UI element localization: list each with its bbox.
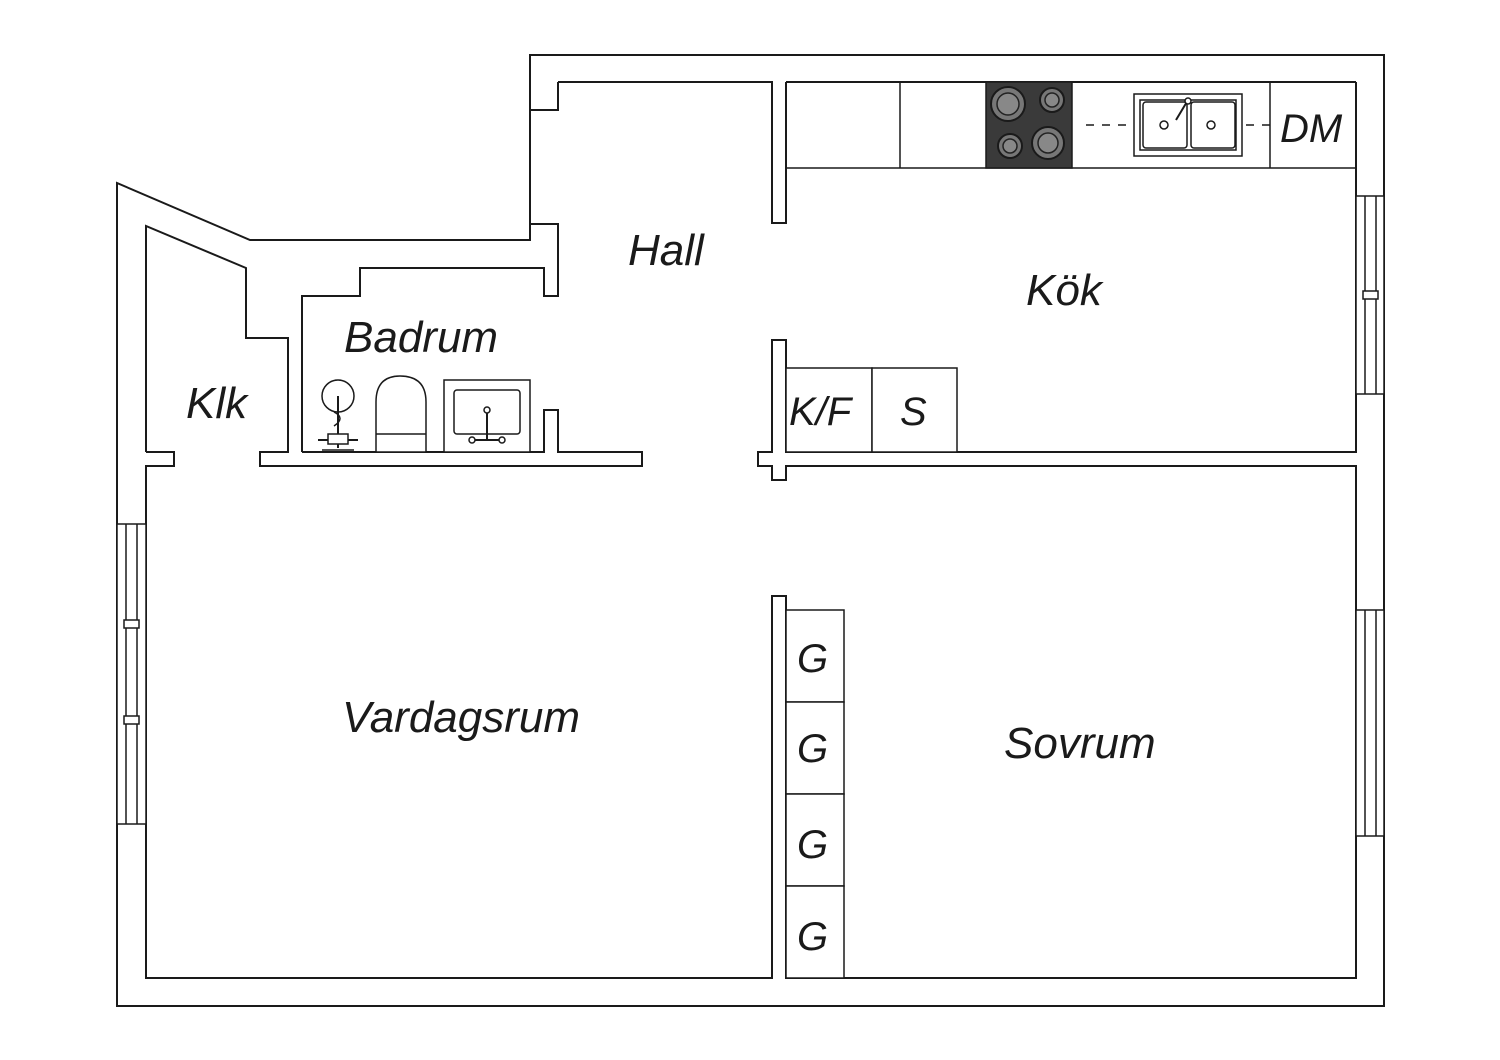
- wardrobes: [785, 609, 845, 979]
- outer-walls: [116, 54, 1385, 1007]
- room-label-kok: Kök: [1026, 266, 1104, 315]
- label-wardrobe: G: [797, 823, 828, 867]
- room-label-vardagsrum: Vardagsrum: [342, 693, 580, 742]
- label-storage: S: [900, 390, 927, 434]
- stove-icon: [985, 81, 1073, 169]
- window-bedroom: [1355, 609, 1385, 837]
- room-label-klk: Klk: [186, 379, 249, 428]
- shower-icon: [318, 379, 358, 451]
- window-left: [116, 523, 147, 825]
- label-wardrobe: G: [797, 637, 828, 681]
- label-dishwasher: DM: [1280, 107, 1343, 151]
- room-label-hall: Hall: [628, 226, 705, 275]
- bathroom-sink-icon: [443, 379, 531, 453]
- window-kitchen: [1355, 195, 1385, 395]
- label-fridge-freezer: K/F: [789, 390, 854, 434]
- room-label-sovrum: Sovrum: [1004, 719, 1156, 768]
- label-wardrobe: G: [797, 915, 828, 959]
- room-label-badrum: Badrum: [344, 313, 498, 362]
- label-wardrobe: G: [797, 727, 828, 771]
- kitchen-sink-icon: [1133, 93, 1243, 157]
- toilet-icon: [375, 375, 427, 453]
- kitchen-lower-cabinets: [785, 367, 958, 453]
